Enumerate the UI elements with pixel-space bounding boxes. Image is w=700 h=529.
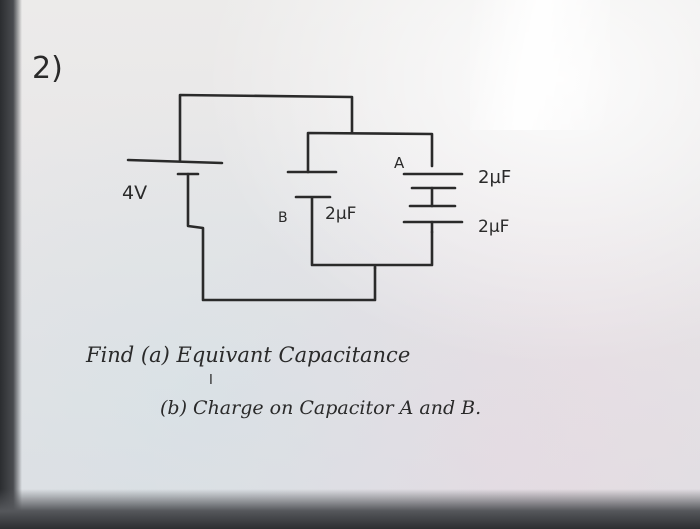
screen-glare: [470, 0, 610, 130]
monitor-bezel-left: [0, 0, 22, 529]
battery: [126, 158, 224, 176]
monitor-bezel-bottom: [0, 489, 700, 529]
capacitor-b-value: 2µF: [325, 204, 356, 224]
capacitor-lower: [402, 204, 464, 234]
text-cursor-icon: I: [209, 373, 213, 388]
problem-number: 2): [32, 51, 63, 86]
battery-long-plate: [126, 158, 224, 165]
capacitor-b: [286, 170, 338, 199]
capacitor-a-value: 2µF: [478, 167, 511, 188]
inner-network-wire: [306, 131, 434, 270]
capacitor-lower-value: 2µF: [478, 217, 509, 237]
battery-voltage-label: 4V: [122, 182, 147, 204]
outer-loop-wire: [178, 93, 377, 302]
capacitor-a: [402, 172, 464, 208]
question-a-text: Find (a) Equivant Capacitance: [85, 343, 410, 367]
capacitor-a-label: A: [394, 154, 405, 172]
capacitor-b-label: B: [278, 210, 288, 226]
question-b-text: (b) Charge on Capacitor A and B.: [160, 397, 481, 419]
